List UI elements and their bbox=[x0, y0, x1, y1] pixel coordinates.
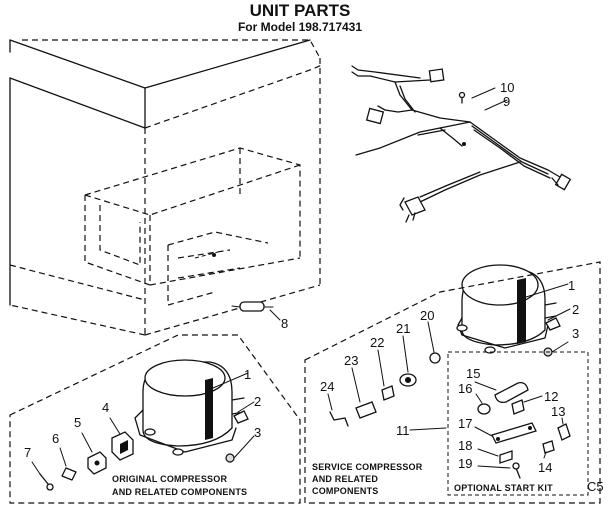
original-compressor bbox=[134, 359, 255, 463]
callout-16: 16 bbox=[458, 381, 472, 396]
callout-7: 7 bbox=[24, 445, 31, 460]
callout-3-original: 3 bbox=[254, 425, 261, 440]
callout-numbers: 10 9 8 1 2 3 4 5 6 7 1 2 3 15 16 12 13 1… bbox=[24, 80, 579, 475]
model-subtitle: For Model 198.717431 bbox=[238, 20, 362, 34]
callout-9: 9 bbox=[503, 94, 510, 109]
service-caption-line3: COMPONENTS bbox=[312, 486, 379, 496]
original-caption-line2: AND RELATED COMPONENTS bbox=[112, 487, 247, 497]
callout-21: 21 bbox=[396, 321, 410, 336]
callout-11: 11 bbox=[396, 423, 410, 438]
callout-8: 8 bbox=[281, 316, 288, 331]
start-kit-caption: OPTIONAL START KIT bbox=[454, 483, 553, 493]
callout-19: 19 bbox=[458, 456, 472, 471]
original-group-border bbox=[9, 334, 301, 504]
callout-12: 12 bbox=[544, 389, 558, 404]
callout-20: 20 bbox=[420, 308, 434, 323]
callout-4: 4 bbox=[102, 400, 109, 415]
callout-15: 15 bbox=[466, 366, 480, 381]
callout-24: 24 bbox=[320, 379, 334, 394]
callout-1-original: 1 bbox=[244, 367, 251, 382]
callout-13: 13 bbox=[551, 404, 565, 419]
original-caption-line1: ORIGINAL COMPRESSOR bbox=[112, 474, 227, 484]
page-code: C5 bbox=[587, 479, 604, 494]
callout-2-service: 2 bbox=[572, 302, 579, 317]
callout-14: 14 bbox=[538, 460, 552, 475]
start-kit-parts bbox=[474, 381, 571, 479]
filter-drier bbox=[231, 301, 281, 321]
diagram-title: UNIT PARTS bbox=[250, 1, 351, 20]
original-small-parts bbox=[31, 417, 134, 491]
service-group-border bbox=[304, 261, 601, 504]
callout-22: 22 bbox=[370, 335, 384, 350]
start-kit-border bbox=[447, 351, 589, 496]
callout-6: 6 bbox=[52, 431, 59, 446]
service-caption-line2: AND RELATED bbox=[312, 474, 378, 484]
callout-10: 10 bbox=[500, 80, 514, 95]
cabinet-outline bbox=[9, 39, 323, 336]
callout-2-original: 2 bbox=[254, 394, 261, 409]
callout-23: 23 bbox=[344, 353, 358, 368]
callout-17: 17 bbox=[458, 416, 472, 431]
callout-1-service: 1 bbox=[568, 278, 575, 293]
callout-18: 18 bbox=[458, 438, 472, 453]
service-caption-line1: SERVICE COMPRESSOR bbox=[312, 462, 423, 472]
service-small-parts bbox=[327, 321, 447, 431]
wiring-harness bbox=[351, 65, 572, 223]
callout-5: 5 bbox=[74, 415, 81, 430]
callout-3-service: 3 bbox=[572, 326, 579, 341]
